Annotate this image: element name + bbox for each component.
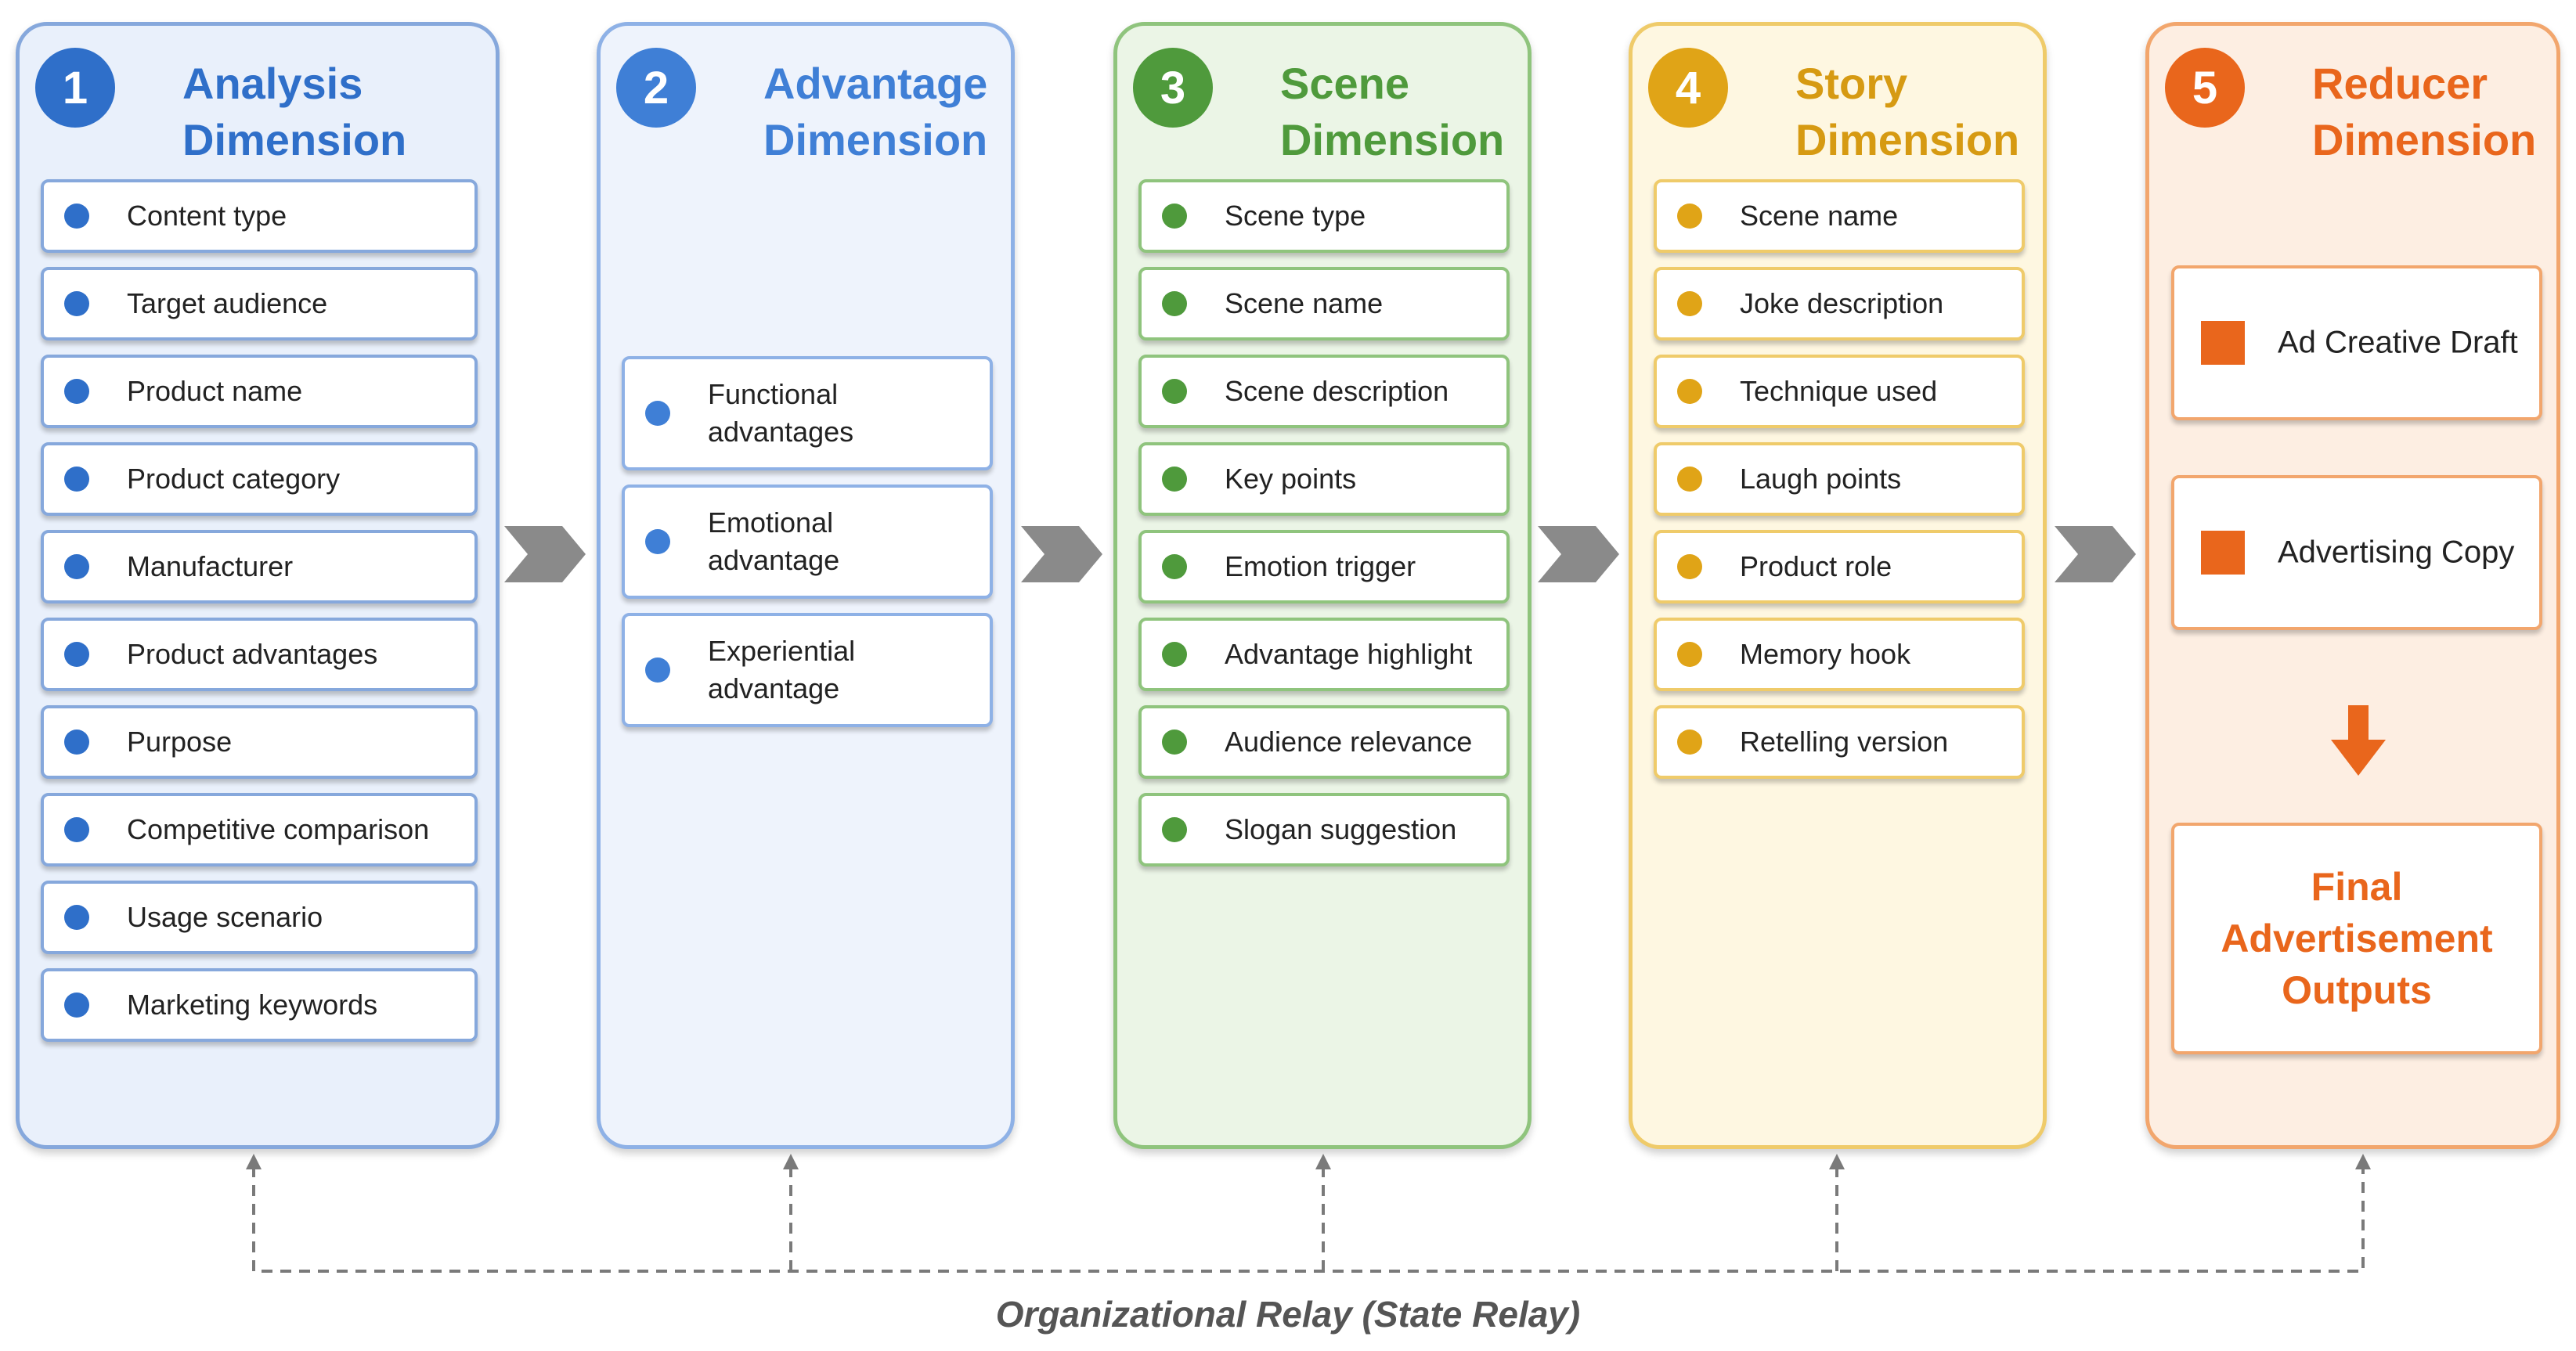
final-advertisement-outputs: Final Advertisement Outputs <box>2171 823 2542 1054</box>
bullet-dot-icon <box>64 204 89 229</box>
panel-scene-dimension: 3 Scene Dimension Scene type Scene name … <box>1113 22 1532 1149</box>
list-item: Content type <box>41 179 478 253</box>
bullet-dot-icon <box>645 401 670 426</box>
list-item: Scene name <box>1138 267 1510 340</box>
list-item: Key points <box>1138 442 1510 516</box>
bullet-dot-icon <box>64 291 89 316</box>
bullet-dot-icon <box>645 529 670 554</box>
bullet-dot-icon <box>1162 642 1187 667</box>
square-bullet-icon <box>2201 531 2245 575</box>
list-item: Scene description <box>1138 355 1510 428</box>
list-item: Slogan suggestion <box>1138 793 1510 866</box>
down-arrow-icon <box>2331 705 2386 776</box>
bullet-dot-icon <box>64 379 89 404</box>
panel-story-dimension: 4 Story Dimension Scene name Joke descri… <box>1629 22 2047 1149</box>
bullet-dot-icon <box>64 467 89 492</box>
square-bullet-icon <box>2201 321 2245 365</box>
flow-arrow-icon <box>504 526 586 582</box>
bullet-dot-icon <box>1162 817 1187 842</box>
bullet-dot-icon <box>64 993 89 1018</box>
bullet-dot-icon <box>645 657 670 683</box>
bullet-dot-icon <box>1677 730 1702 755</box>
list-item: Target audience <box>41 267 478 340</box>
step-badge: 3 <box>1133 48 1213 128</box>
panel-title: Analysis Dimension <box>182 59 407 164</box>
bullet-dot-icon <box>1162 379 1187 404</box>
list-item: Scene name <box>1654 179 2025 253</box>
list-item: Technique used <box>1654 355 2025 428</box>
list-item: Laugh points <box>1654 442 2025 516</box>
bullet-dot-icon <box>1162 204 1187 229</box>
bullet-dot-icon <box>1677 204 1702 229</box>
list-item: Marketing keywords <box>41 968 478 1042</box>
list-item: Competitive comparison <box>41 793 478 866</box>
output-advertising-copy: Advertising Copy <box>2171 475 2542 630</box>
bullet-dot-icon <box>64 905 89 930</box>
bullet-dot-icon <box>64 642 89 667</box>
list-item: Audience relevance <box>1138 705 1510 779</box>
list-item: Advantage highlight <box>1138 618 1510 691</box>
list-item: Retelling version <box>1654 705 2025 779</box>
step-badge: 2 <box>616 48 696 128</box>
relay-caption: Organizational Relay (State Relay) <box>995 1294 1581 1335</box>
list-item: Product advantages <box>41 618 478 691</box>
step-badge: 5 <box>2165 48 2245 128</box>
step-badge: 1 <box>35 48 115 128</box>
bullet-dot-icon <box>1162 291 1187 316</box>
list-item: Purpose <box>41 705 478 779</box>
list-item: Emotion trigger <box>1138 530 1510 603</box>
bullet-dot-icon <box>64 817 89 842</box>
panel-reducer-dimension: 5 Reducer Dimension Ad Creative Draft Ad… <box>2145 22 2560 1149</box>
bullet-dot-icon <box>1162 467 1187 492</box>
list-item: Scene type <box>1138 179 1510 253</box>
panel-title: Reducer Dimension <box>2312 59 2537 164</box>
panel-analysis-dimension: 1 Analysis Dimension Content type Target… <box>16 22 500 1149</box>
bullet-dot-icon <box>1677 467 1702 492</box>
bullet-dot-icon <box>1677 379 1702 404</box>
panel-title: Story Dimension <box>1795 59 2020 164</box>
list-item: Product category <box>41 442 478 516</box>
bullet-dot-icon <box>1677 554 1702 579</box>
step-badge: 4 <box>1648 48 1728 128</box>
flow-arrow-icon <box>1021 526 1102 582</box>
list-item: Memory hook <box>1654 618 2025 691</box>
panel-title: Scene Dimension <box>1280 59 1505 164</box>
list-item: Manufacturer <box>41 530 478 603</box>
bullet-dot-icon <box>1677 642 1702 667</box>
bullet-dot-icon <box>1162 554 1187 579</box>
list-item: Usage scenario <box>41 881 478 954</box>
list-item: Product role <box>1654 530 2025 603</box>
bullet-dot-icon <box>1162 730 1187 755</box>
panel-title: Advantage Dimension <box>763 59 988 164</box>
bullet-dot-icon <box>64 730 89 755</box>
flow-arrow-icon <box>2055 526 2136 582</box>
output-ad-creative-draft: Ad Creative Draft <box>2171 265 2542 420</box>
flow-arrow-icon <box>1538 526 1619 582</box>
bullet-dot-icon <box>64 554 89 579</box>
bullet-dot-icon <box>1677 291 1702 316</box>
list-item: Product name <box>41 355 478 428</box>
list-item: Joke description <box>1654 267 2025 340</box>
